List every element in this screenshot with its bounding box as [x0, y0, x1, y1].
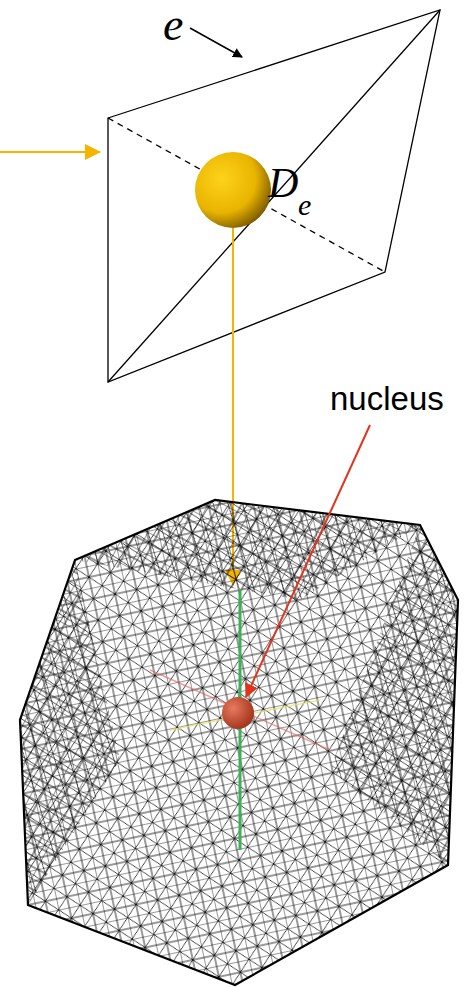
nucleus-sphere	[222, 697, 254, 729]
axes	[150, 590, 330, 850]
mesh-outline	[20, 500, 458, 985]
edge-label: e	[163, 2, 183, 48]
nucleus-label: nucleus	[330, 382, 444, 415]
pointer-arrow	[190, 28, 242, 57]
mesh-wireframe	[0, 480, 464, 988]
leader-line	[246, 425, 370, 697]
dual-label: D	[268, 162, 298, 204]
face-square	[108, 10, 440, 382]
orange-arrow	[0, 151, 100, 153]
dual-subscript: e	[298, 190, 311, 220]
dual-sphere	[195, 152, 271, 228]
